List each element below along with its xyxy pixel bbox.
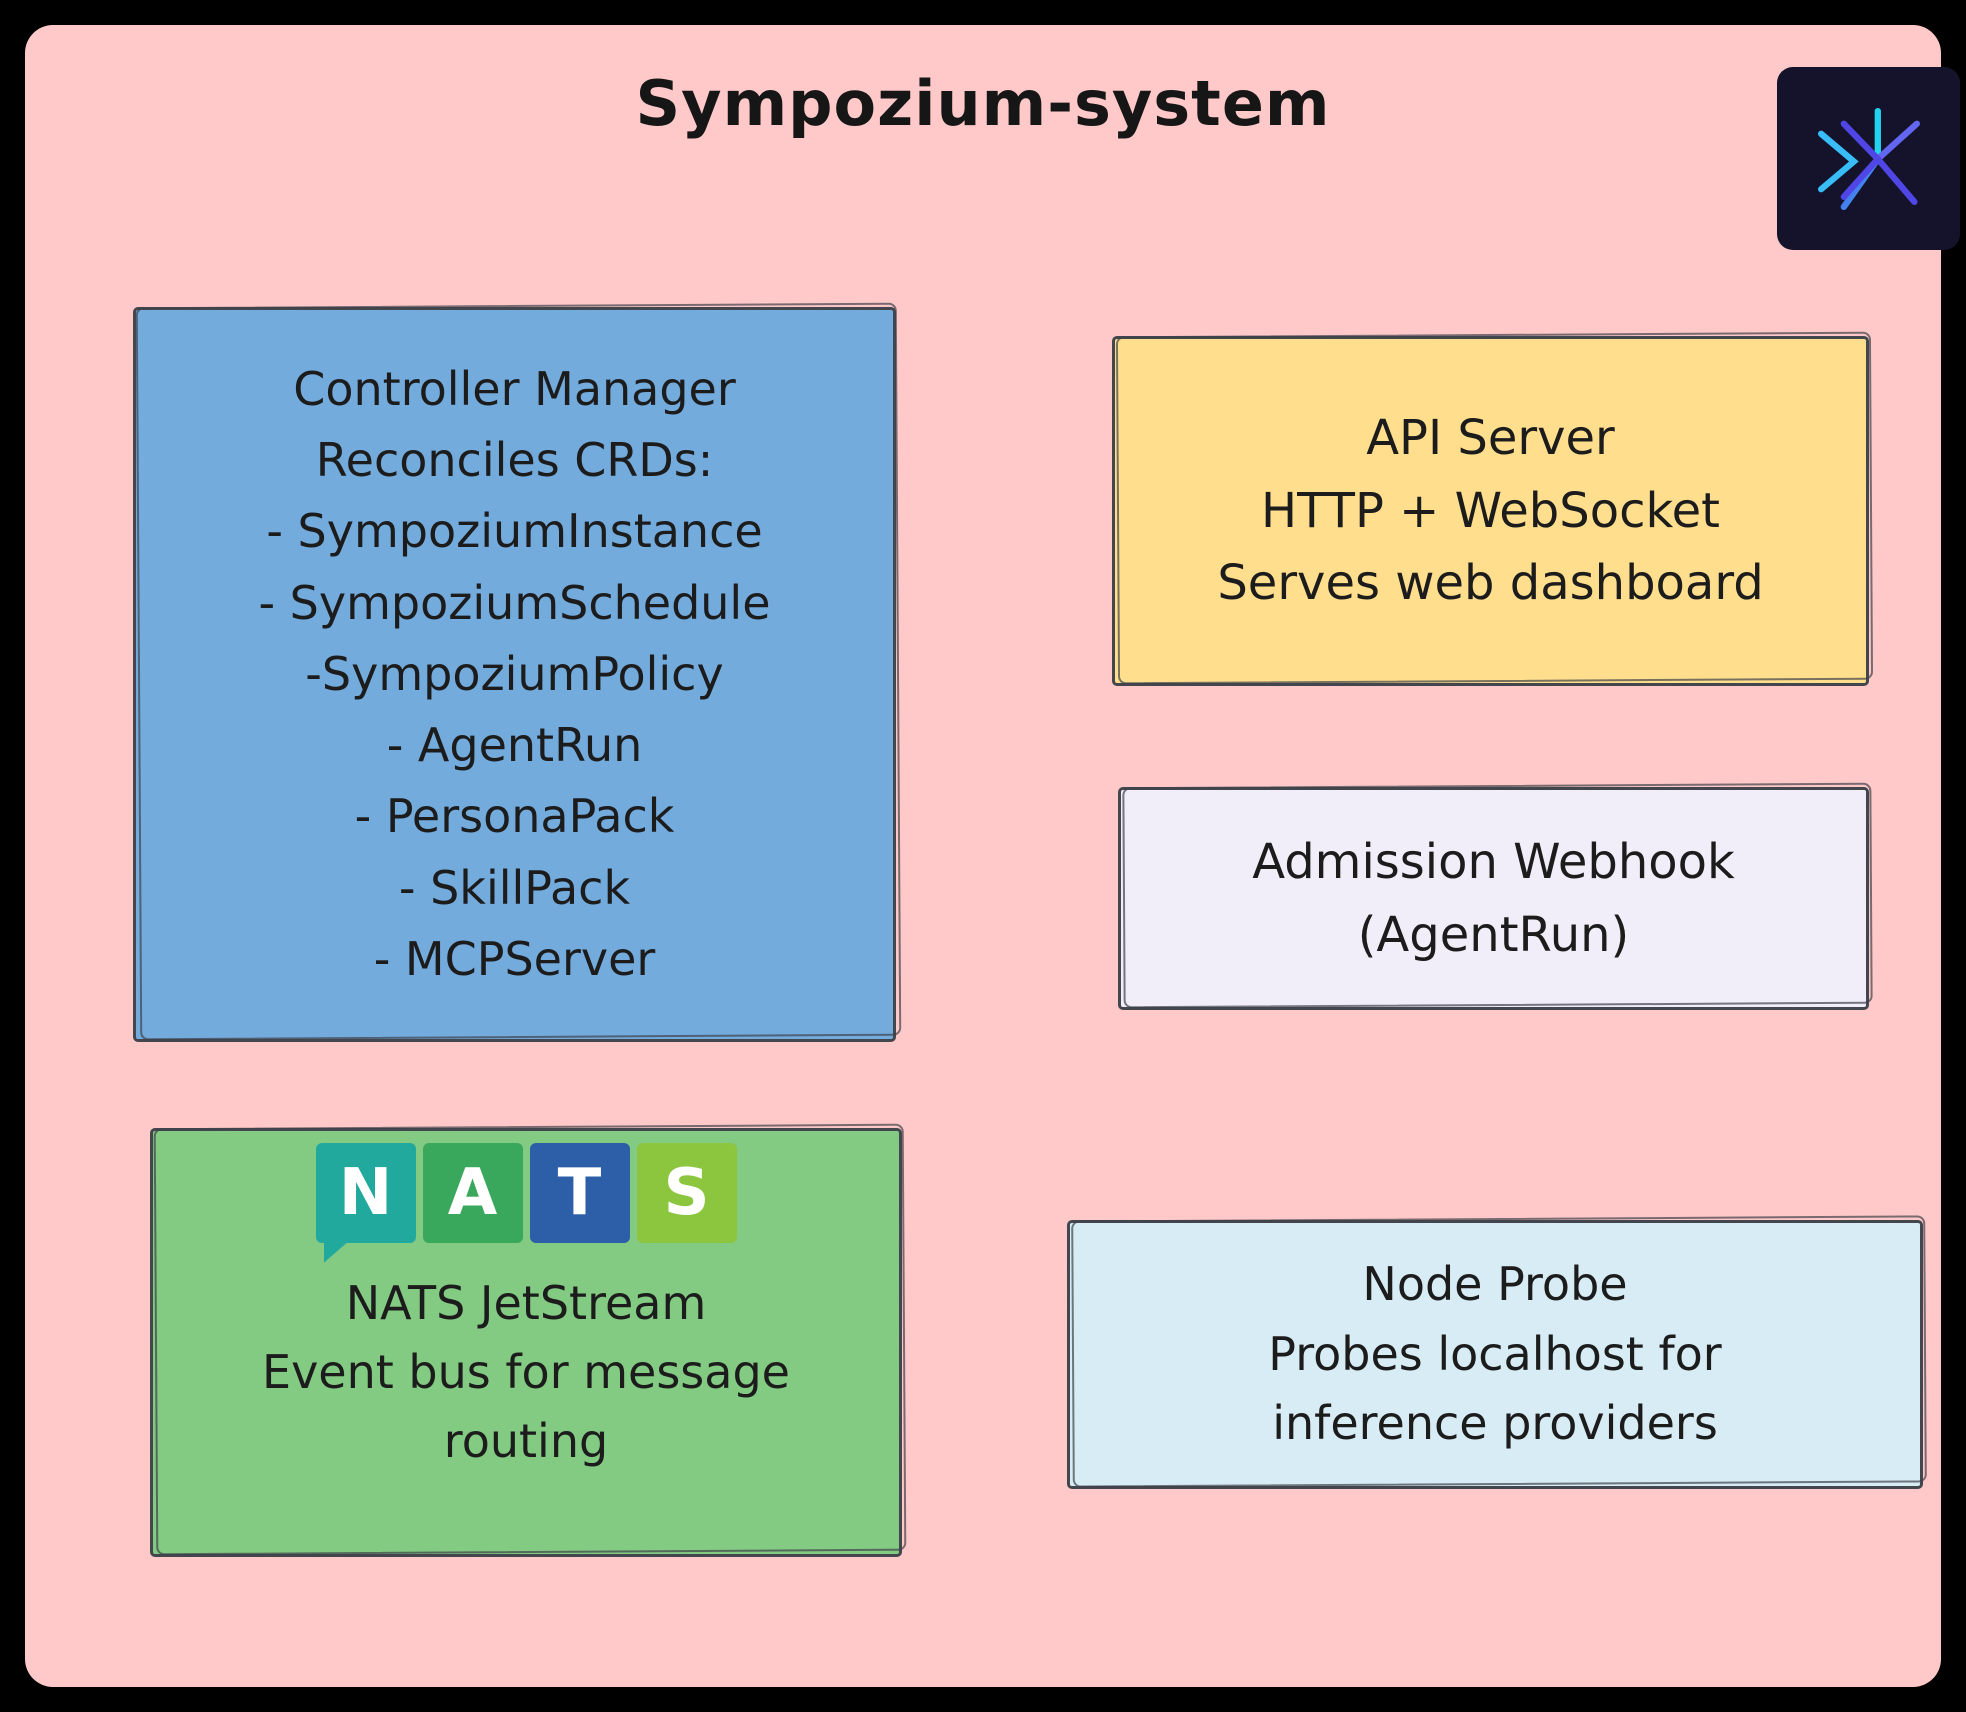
box-text-line: API Server: [1366, 409, 1615, 466]
nats-text: NATS JetStream Event bus for message rou…: [262, 1269, 790, 1476]
box-text-line: inference providers: [1272, 1396, 1718, 1451]
api-server-box: API Server HTTP + WebSocket Serves web d…: [1112, 336, 1869, 686]
box-text-line: - PersonaPack: [354, 789, 675, 844]
system-boundary: Sympozium-system: [25, 25, 1960, 1687]
nats-logo-tile-t: T: [529, 1143, 630, 1243]
nats-logo: N A T S: [315, 1143, 737, 1263]
box-text-line: -SympoziumPolicy: [305, 646, 724, 701]
box-text-line: - MCPServer: [373, 932, 656, 987]
nats-logo-letter: A: [447, 1156, 498, 1230]
nats-logo-tile-s: S: [636, 1143, 737, 1243]
node-probe-box: Node Probe Probes localhost for inferenc…: [1067, 1220, 1923, 1489]
box-text-line: - SympoziumSchedule: [258, 575, 771, 630]
box-text-line: Event bus for message: [262, 1345, 790, 1399]
admission-webhook-box: Admission Webhook (AgentRun): [1118, 787, 1869, 1010]
box-text-line: Serves web dashboard: [1217, 555, 1764, 612]
box-text-line: - SkillPack: [398, 860, 631, 915]
sympozium-logo-icon: [1777, 67, 1960, 250]
controller-manager-box: Controller Manager Reconciles CRDs: - Sy…: [133, 307, 896, 1042]
box-text-line: Node Probe: [1362, 1256, 1628, 1311]
box-text-line: Controller Manager: [293, 361, 736, 416]
box-text-line: HTTP + WebSocket: [1261, 482, 1720, 539]
box-text-line: Probes localhost for: [1268, 1326, 1722, 1381]
nats-bubble-tail-icon: [323, 1237, 354, 1263]
box-text-line: routing: [443, 1414, 609, 1468]
box-text-line: Reconciles CRDs:: [315, 432, 714, 487]
box-text-line: - SympoziumInstance: [266, 504, 763, 559]
box-text-line: - AgentRun: [386, 718, 643, 773]
box-text-line: Admission Webhook: [1252, 833, 1735, 890]
nats-logo-tile-n: N: [315, 1143, 416, 1263]
nats-logo-letter: S: [663, 1156, 710, 1230]
nats-logo-letter: T: [557, 1156, 602, 1230]
page-title: Sympozium-system: [635, 67, 1331, 140]
nats-logo-letter: N: [338, 1156, 393, 1230]
box-text-line: (AgentRun): [1357, 906, 1630, 963]
nats-jetstream-box: N A T S NATS JetStream Event bus for mes…: [150, 1128, 902, 1557]
box-text-line: NATS JetStream: [345, 1276, 707, 1330]
nats-logo-tile-a: A: [422, 1143, 523, 1243]
